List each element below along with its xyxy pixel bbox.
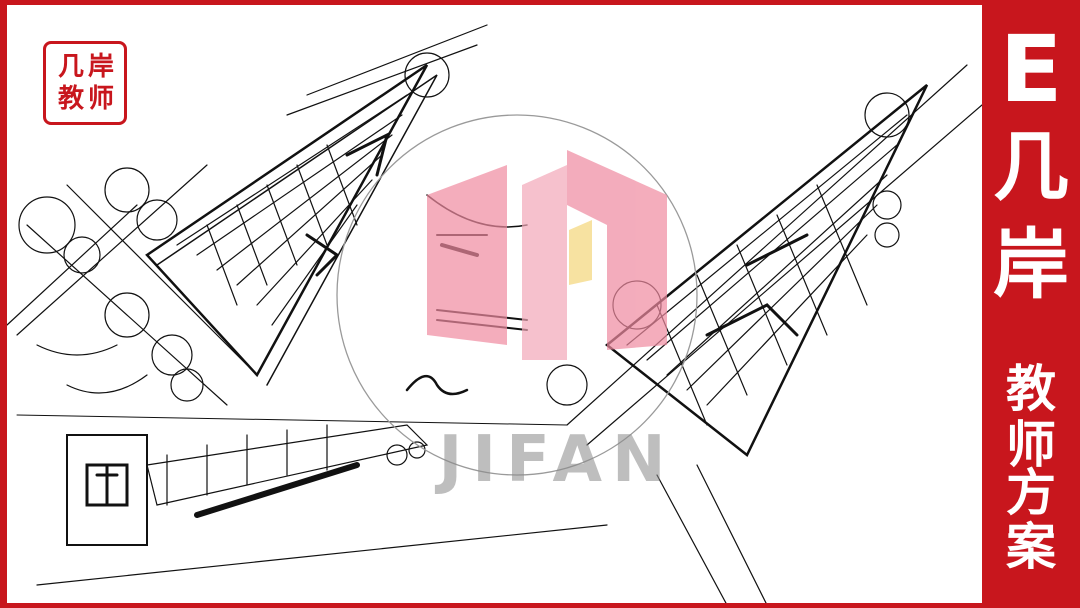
sketch-building-upper-left: [7, 24, 488, 406]
stamp-char-1: 几: [58, 52, 85, 82]
watermark-circle: [336, 114, 698, 476]
side-banner-subtitle-char-2: 师: [1006, 416, 1056, 474]
seal-icon: 几 岸 教 师: [43, 41, 127, 125]
side-banner-subtitle-char-3: 方: [1006, 464, 1056, 522]
side-banner: E 几 岸 教 师 方 案: [982, 0, 1080, 608]
stamp-char-4: 师: [88, 84, 115, 114]
side-banner-subtitle-char-4: 案: [1006, 518, 1056, 576]
stamp-char-3: 教: [58, 84, 85, 114]
side-banner-title-char-1: 几: [993, 122, 1069, 211]
sketch-trees-left: [18, 52, 450, 402]
side-banner-letter: E: [999, 16, 1063, 123]
sketch-elevation-bottom: [16, 414, 608, 586]
jifan-logo-icon: [427, 150, 667, 360]
architectural-sketch: [7, 24, 982, 603]
sketch-canvas: 几 岸 教 师 JIFAN: [7, 5, 982, 603]
watermark-text: JIFAN: [438, 423, 676, 497]
sketch-building-right: [546, 64, 982, 603]
side-banner-title-char-2: 岸: [993, 220, 1069, 309]
stamp-char-2: 岸: [88, 52, 115, 82]
side-banner-subtitle-char-1: 教: [1006, 360, 1056, 418]
